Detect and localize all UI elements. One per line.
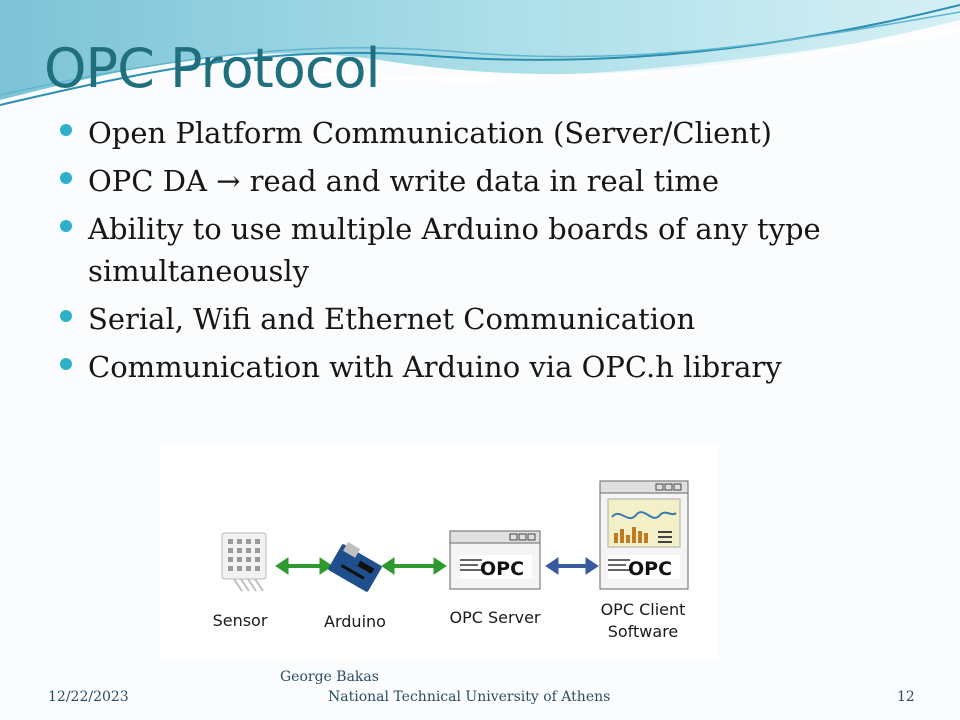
- footer-author: George Bakas: [280, 669, 379, 685]
- sensor-icon: [221, 532, 267, 592]
- bullet-text: Serial, Wifi and Ethernet Communication: [88, 302, 696, 336]
- bullet-dot-icon: [60, 220, 72, 232]
- bullet-item: Serial, Wifi and Ethernet Communication: [58, 298, 918, 340]
- opc-client-icon: OPC: [599, 480, 689, 590]
- bullet-item: Ability to use multiple Arduino boards o…: [58, 208, 918, 292]
- bullet-text: OPC DA → read and write data in real tim…: [88, 164, 720, 198]
- footer-date: 12/22/2023: [48, 689, 129, 705]
- diagram-graphics: OPC OPC: [221, 480, 689, 592]
- footer-page-number: 12: [897, 689, 915, 705]
- bullet-item: OPC DA → read and write data in real tim…: [58, 160, 918, 202]
- bullet-text: Communication with Arduino via OPC.h lib…: [88, 350, 782, 384]
- footer-institution: National Technical University of Athens: [328, 689, 611, 705]
- bullet-dot-icon: [60, 172, 72, 184]
- opc-client-label: OPC Client Software: [588, 599, 698, 643]
- bullet-item: Communication with Arduino via OPC.h lib…: [58, 346, 918, 388]
- slide-title: OPC Protocol: [44, 37, 381, 100]
- bullet-dot-icon: [60, 358, 72, 370]
- opc-client-label-line2: Software: [607, 622, 679, 641]
- bullet-dot-icon: [60, 310, 72, 322]
- bullet-dot-icon: [60, 124, 72, 136]
- opc-logo-text: OPC: [628, 558, 672, 580]
- blue-link-arrow-icon: [545, 557, 599, 575]
- opc-server-icon: OPC: [449, 530, 541, 590]
- bullet-text: Open Platform Communication (Server/Clie…: [88, 116, 772, 150]
- opc-architecture-diagram: OPC OPC Sensor Arduino OPC Server OPC Cl…: [160, 445, 718, 660]
- arduino-board-icon: [328, 542, 382, 592]
- opc-logo-text: OPC: [480, 558, 524, 580]
- bullet-list: Open Platform Communication (Server/Clie…: [58, 112, 918, 394]
- arduino-label: Arduino: [324, 612, 386, 631]
- bullet-text: Ability to use multiple Arduino boards o…: [88, 212, 821, 288]
- opc-server-label: OPC Server: [449, 608, 541, 627]
- bullet-item: Open Platform Communication (Server/Clie…: [58, 112, 918, 154]
- opc-client-label-line1: OPC Client: [600, 600, 686, 619]
- sensor-label: Sensor: [212, 611, 268, 630]
- green-link-arrow-icon: [381, 557, 447, 575]
- header-wave-decoration: [0, 0, 960, 106]
- green-link-arrow-icon: [275, 557, 333, 575]
